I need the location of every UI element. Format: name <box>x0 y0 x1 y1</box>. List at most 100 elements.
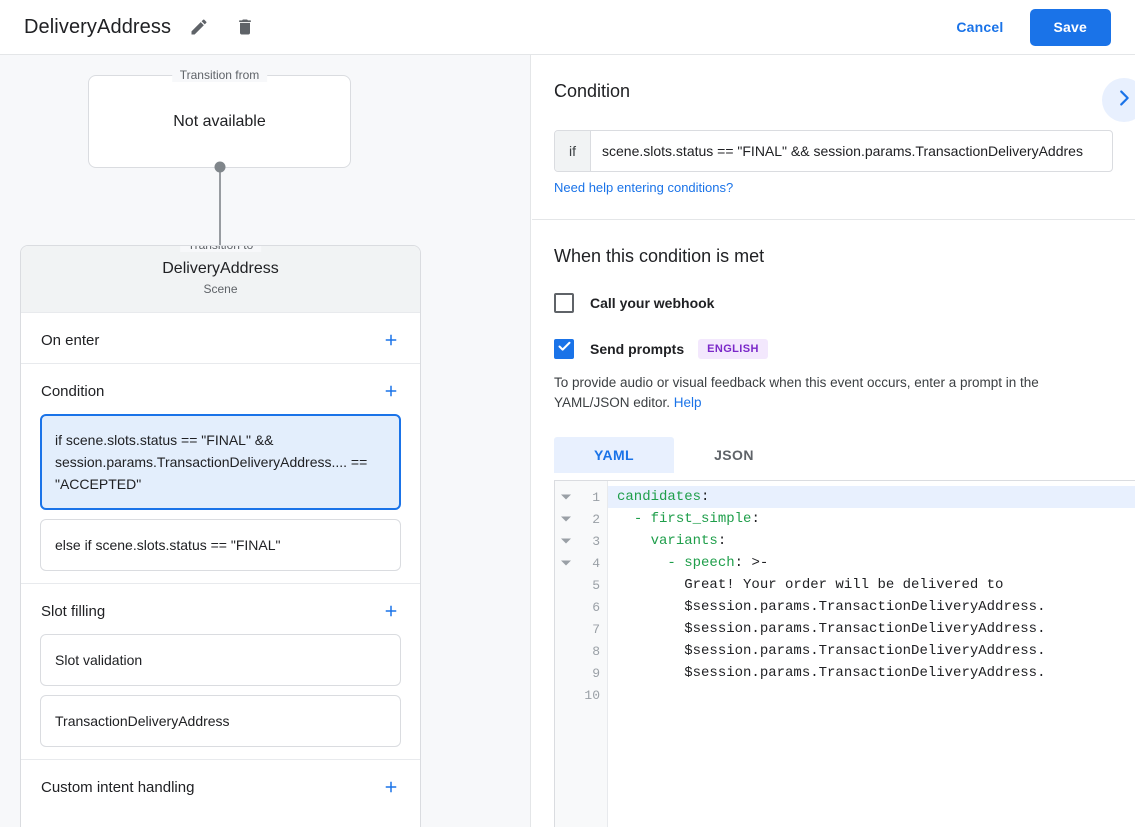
editor-line-number: 4 <box>555 552 607 574</box>
line-number-text: 4 <box>592 555 600 571</box>
prompts-description-text: To provide audio or visual feedback when… <box>554 375 1039 410</box>
line-number-text: 6 <box>592 599 600 615</box>
prompts-description: To provide audio or visual feedback when… <box>554 373 1113 413</box>
fold-arrow-icon[interactable] <box>561 494 571 500</box>
section-custom-intent-handling: Custom intent handling <box>21 760 420 810</box>
editor-line-number: 8 <box>555 640 607 662</box>
editor-line-number: 1 <box>555 486 607 508</box>
fold-arrow-icon[interactable] <box>561 538 571 544</box>
yaml-editor[interactable]: 1 2 3 4 5 6 7 8 9 10 candidates: - first_simple: … <box>554 480 1135 827</box>
line-number-text: 7 <box>592 621 600 637</box>
call-webhook-checkbox[interactable] <box>554 293 574 313</box>
right-panel: Condition if Need help entering conditio… <box>532 55 1135 827</box>
webhook-row: Call your webhook <box>554 293 1113 313</box>
editor-code-line[interactable]: $session.params.TransactionDeliveryAddre… <box>617 621 1046 637</box>
editor-code-line[interactable]: - first_simple: <box>633 511 760 527</box>
section-slot-filling: Slot filling Slot validation Transaction… <box>21 584 420 760</box>
condition-section: Condition if Need help entering conditio… <box>532 55 1135 220</box>
editor-line-number: 3 <box>555 530 607 552</box>
line-number-text: 10 <box>584 687 600 703</box>
edit-button[interactable] <box>181 9 217 45</box>
list-item[interactable]: if scene.slots.status == "FINAL" && sess… <box>40 414 401 510</box>
section-header-custom-intent-handling[interactable]: Custom intent handling <box>21 760 420 810</box>
top-app-bar: DeliveryAddress Cancel Save <box>0 0 1135 55</box>
chevron-right-icon <box>1113 87 1135 114</box>
editor-line-number: 5 <box>555 574 607 596</box>
tab-yaml[interactable]: YAML <box>554 437 674 473</box>
page-title: DeliveryAddress <box>24 15 172 38</box>
transition-from-legend: Transition from <box>171 68 268 82</box>
cancel-button[interactable]: Cancel <box>944 10 1015 44</box>
pencil-icon <box>189 17 209 37</box>
line-number-text: 2 <box>592 511 600 527</box>
expand-panel-button[interactable] <box>1102 78 1135 122</box>
add-slot-filling-button[interactable] <box>380 600 402 622</box>
delete-button[interactable] <box>227 9 263 45</box>
section-title-custom-intent-handling: Custom intent handling <box>41 778 195 796</box>
scene-header[interactable]: DeliveryAddress Scene <box>21 246 420 313</box>
editor-code-line[interactable]: $session.params.TransactionDeliveryAddre… <box>617 665 1046 681</box>
editor-line-number: 6 <box>555 596 607 618</box>
send-prompts-row: Send prompts ENGLISH <box>554 339 1113 359</box>
list-item[interactable]: else if scene.slots.status == "FINAL" <box>40 519 401 571</box>
condition-heading: Condition <box>554 81 631 101</box>
section-on-enter: On enter <box>21 313 420 364</box>
section-body-slot-filling: Slot validation TransactionDeliveryAddre… <box>21 634 420 759</box>
call-webhook-label: Call your webhook <box>590 295 715 311</box>
editor-line-number: 2 <box>555 508 607 530</box>
when-condition-met-section: When this condition is met Call your web… <box>532 220 1135 473</box>
editor-code-line[interactable]: Great! Your order will be delivered to <box>617 577 1004 593</box>
add-on-enter-button[interactable] <box>380 329 402 351</box>
section-body-condition: if scene.slots.status == "FINAL" && sess… <box>21 414 420 583</box>
language-badge: ENGLISH <box>698 339 768 359</box>
fold-arrow-icon[interactable] <box>561 516 571 522</box>
section-header-slot-filling[interactable]: Slot filling <box>21 584 420 634</box>
editor-code-line[interactable]: candidates: <box>608 486 1135 508</box>
add-condition-button[interactable] <box>380 380 402 402</box>
transition-to-card: Transition to DeliveryAddress Scene On e… <box>20 245 421 827</box>
editor-format-tabs: YAML JSON <box>554 437 1113 473</box>
editor-code-line[interactable]: - speech: >- <box>667 555 769 571</box>
editor-code-line[interactable]: $session.params.TransactionDeliveryAddre… <box>617 599 1046 615</box>
editor-line-number: 10 <box>555 684 607 706</box>
send-prompts-label: Send prompts <box>590 341 685 357</box>
section-title-slot-filling: Slot filling <box>41 602 106 620</box>
send-prompts-checkbox[interactable] <box>554 339 574 359</box>
condition-input[interactable] <box>591 131 1112 171</box>
editor-code-line[interactable]: $session.params.TransactionDeliveryAddre… <box>617 643 1046 659</box>
list-item[interactable]: TransactionDeliveryAddress <box>40 695 401 747</box>
editor-gutter: 1 2 3 4 5 6 7 8 9 10 <box>555 481 608 827</box>
trash-icon <box>235 17 255 37</box>
condition-input-row: if <box>554 130 1113 172</box>
yaml-key: - speech <box>667 555 735 571</box>
line-number-text: 3 <box>592 533 600 549</box>
editor-code-area[interactable]: candidates: - first_simple: variants: - … <box>608 481 1135 827</box>
add-custom-intent-button[interactable] <box>380 776 402 798</box>
save-button[interactable]: Save <box>1029 8 1111 46</box>
transition-from-value: Not available <box>173 112 266 130</box>
condition-help-link[interactable]: Need help entering conditions? <box>554 180 734 195</box>
list-item[interactable]: Slot validation <box>40 634 401 686</box>
line-number-text: 9 <box>592 665 600 681</box>
section-header-on-enter[interactable]: On enter <box>21 313 420 363</box>
prompts-help-link[interactable]: Help <box>673 395 702 410</box>
line-number-text: 8 <box>592 643 600 659</box>
editor-code-line[interactable] <box>608 684 1135 706</box>
editor-line-number: 9 <box>555 662 607 684</box>
section-header-condition[interactable]: Condition <box>21 364 420 414</box>
check-icon <box>557 339 572 359</box>
scene-type: Scene <box>203 282 238 296</box>
editor-code-line[interactable]: variants: <box>650 533 727 549</box>
fold-arrow-icon[interactable] <box>561 560 571 566</box>
when-condition-met-heading: When this condition is met <box>554 246 765 266</box>
yaml-key: candidates <box>617 489 702 505</box>
section-condition: Condition if scene.slots.status == "FINA… <box>21 364 420 584</box>
editor-line-number: 7 <box>555 618 607 640</box>
left-panel: Transition from Not available Transition… <box>0 55 531 827</box>
line-number-text: 5 <box>592 577 600 593</box>
tab-json[interactable]: JSON <box>714 447 754 463</box>
yaml-key: - first_simple <box>633 511 752 527</box>
condition-if-label: if <box>555 131 591 171</box>
transition-from-card[interactable]: Transition from Not available <box>88 68 351 168</box>
